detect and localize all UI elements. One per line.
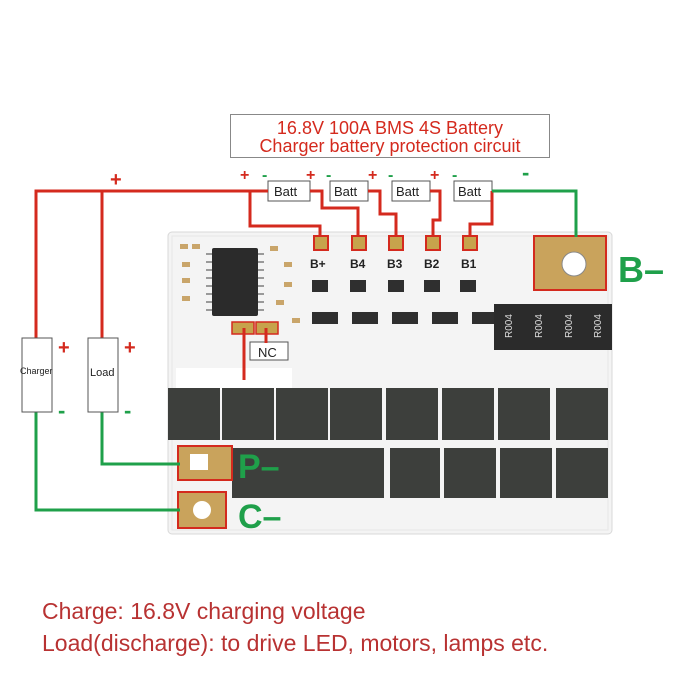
minus-sign: - [522, 160, 529, 185]
load-box: Load [87, 337, 119, 413]
battery-label: Batt [334, 184, 358, 199]
footer-load-note: Load(discharge): to drive LED, motors, l… [42, 630, 549, 656]
nc-label: NC [258, 345, 277, 360]
plus-sign: + [368, 167, 377, 184]
title-line-1: 16.8V 100A BMS 4S Battery [276, 118, 504, 138]
p-minus-pad [177, 445, 233, 481]
minus-sign: - [388, 167, 393, 184]
minus-sign: - [452, 167, 457, 184]
battery-cells: Batt Batt Batt Batt [267, 180, 493, 202]
terminal-label-p-minus: P– [238, 448, 280, 486]
battery-label: Batt [274, 184, 298, 199]
minus-sign: - [326, 167, 331, 184]
load-label: Load [90, 367, 114, 379]
terminal-label-c-minus: C– [238, 498, 281, 536]
red-wires [34, 189, 494, 380]
plus-sign: + [306, 167, 315, 184]
charger-box: Charger [20, 337, 53, 413]
battery-label: Batt [396, 184, 420, 199]
minus-sign: - [124, 398, 131, 423]
smd-components [180, 244, 300, 323]
b-minus-terminal [533, 235, 607, 291]
plus-sign: + [240, 167, 249, 184]
minus-sign: - [58, 398, 65, 423]
footer-charge-note: Charge: 16.8V charging voltage [42, 598, 366, 624]
pad-label-b1: B1 [461, 257, 477, 271]
terminal-label-b-minus: B– [618, 249, 664, 290]
pad-label-b4: B4 [350, 257, 366, 271]
resistor-label: R004 [534, 314, 545, 338]
charger-label: Charger [20, 366, 53, 376]
sense-resistors: R004 R004 R004 R004 [494, 304, 612, 350]
green-wires [34, 189, 578, 512]
resistor-label: R004 [504, 314, 515, 338]
resistor-label: R004 [564, 314, 575, 338]
balance-transistors [312, 280, 498, 324]
pad-label-b2: B2 [424, 257, 440, 271]
title-box: 16.8V 100A BMS 4S Battery Charger batter… [230, 114, 550, 158]
mosfet-row-bottom [232, 448, 608, 498]
pad-label-b3: B3 [387, 257, 403, 271]
c-minus-pad [177, 491, 227, 529]
plus-sign: + [58, 337, 70, 359]
label-patch [176, 368, 292, 390]
plus-sign: + [124, 337, 136, 359]
pad-label-b-plus: B+ [310, 257, 326, 271]
mosfet-row-top [168, 388, 608, 440]
control-ic [206, 248, 264, 316]
plus-sign: + [110, 169, 122, 191]
minus-sign: - [262, 167, 267, 184]
title-line-2: Charger battery protection circuit [259, 136, 521, 156]
plus-sign: + [430, 167, 439, 184]
battery-label: Batt [458, 184, 482, 199]
resistor-label: R004 [593, 314, 604, 338]
